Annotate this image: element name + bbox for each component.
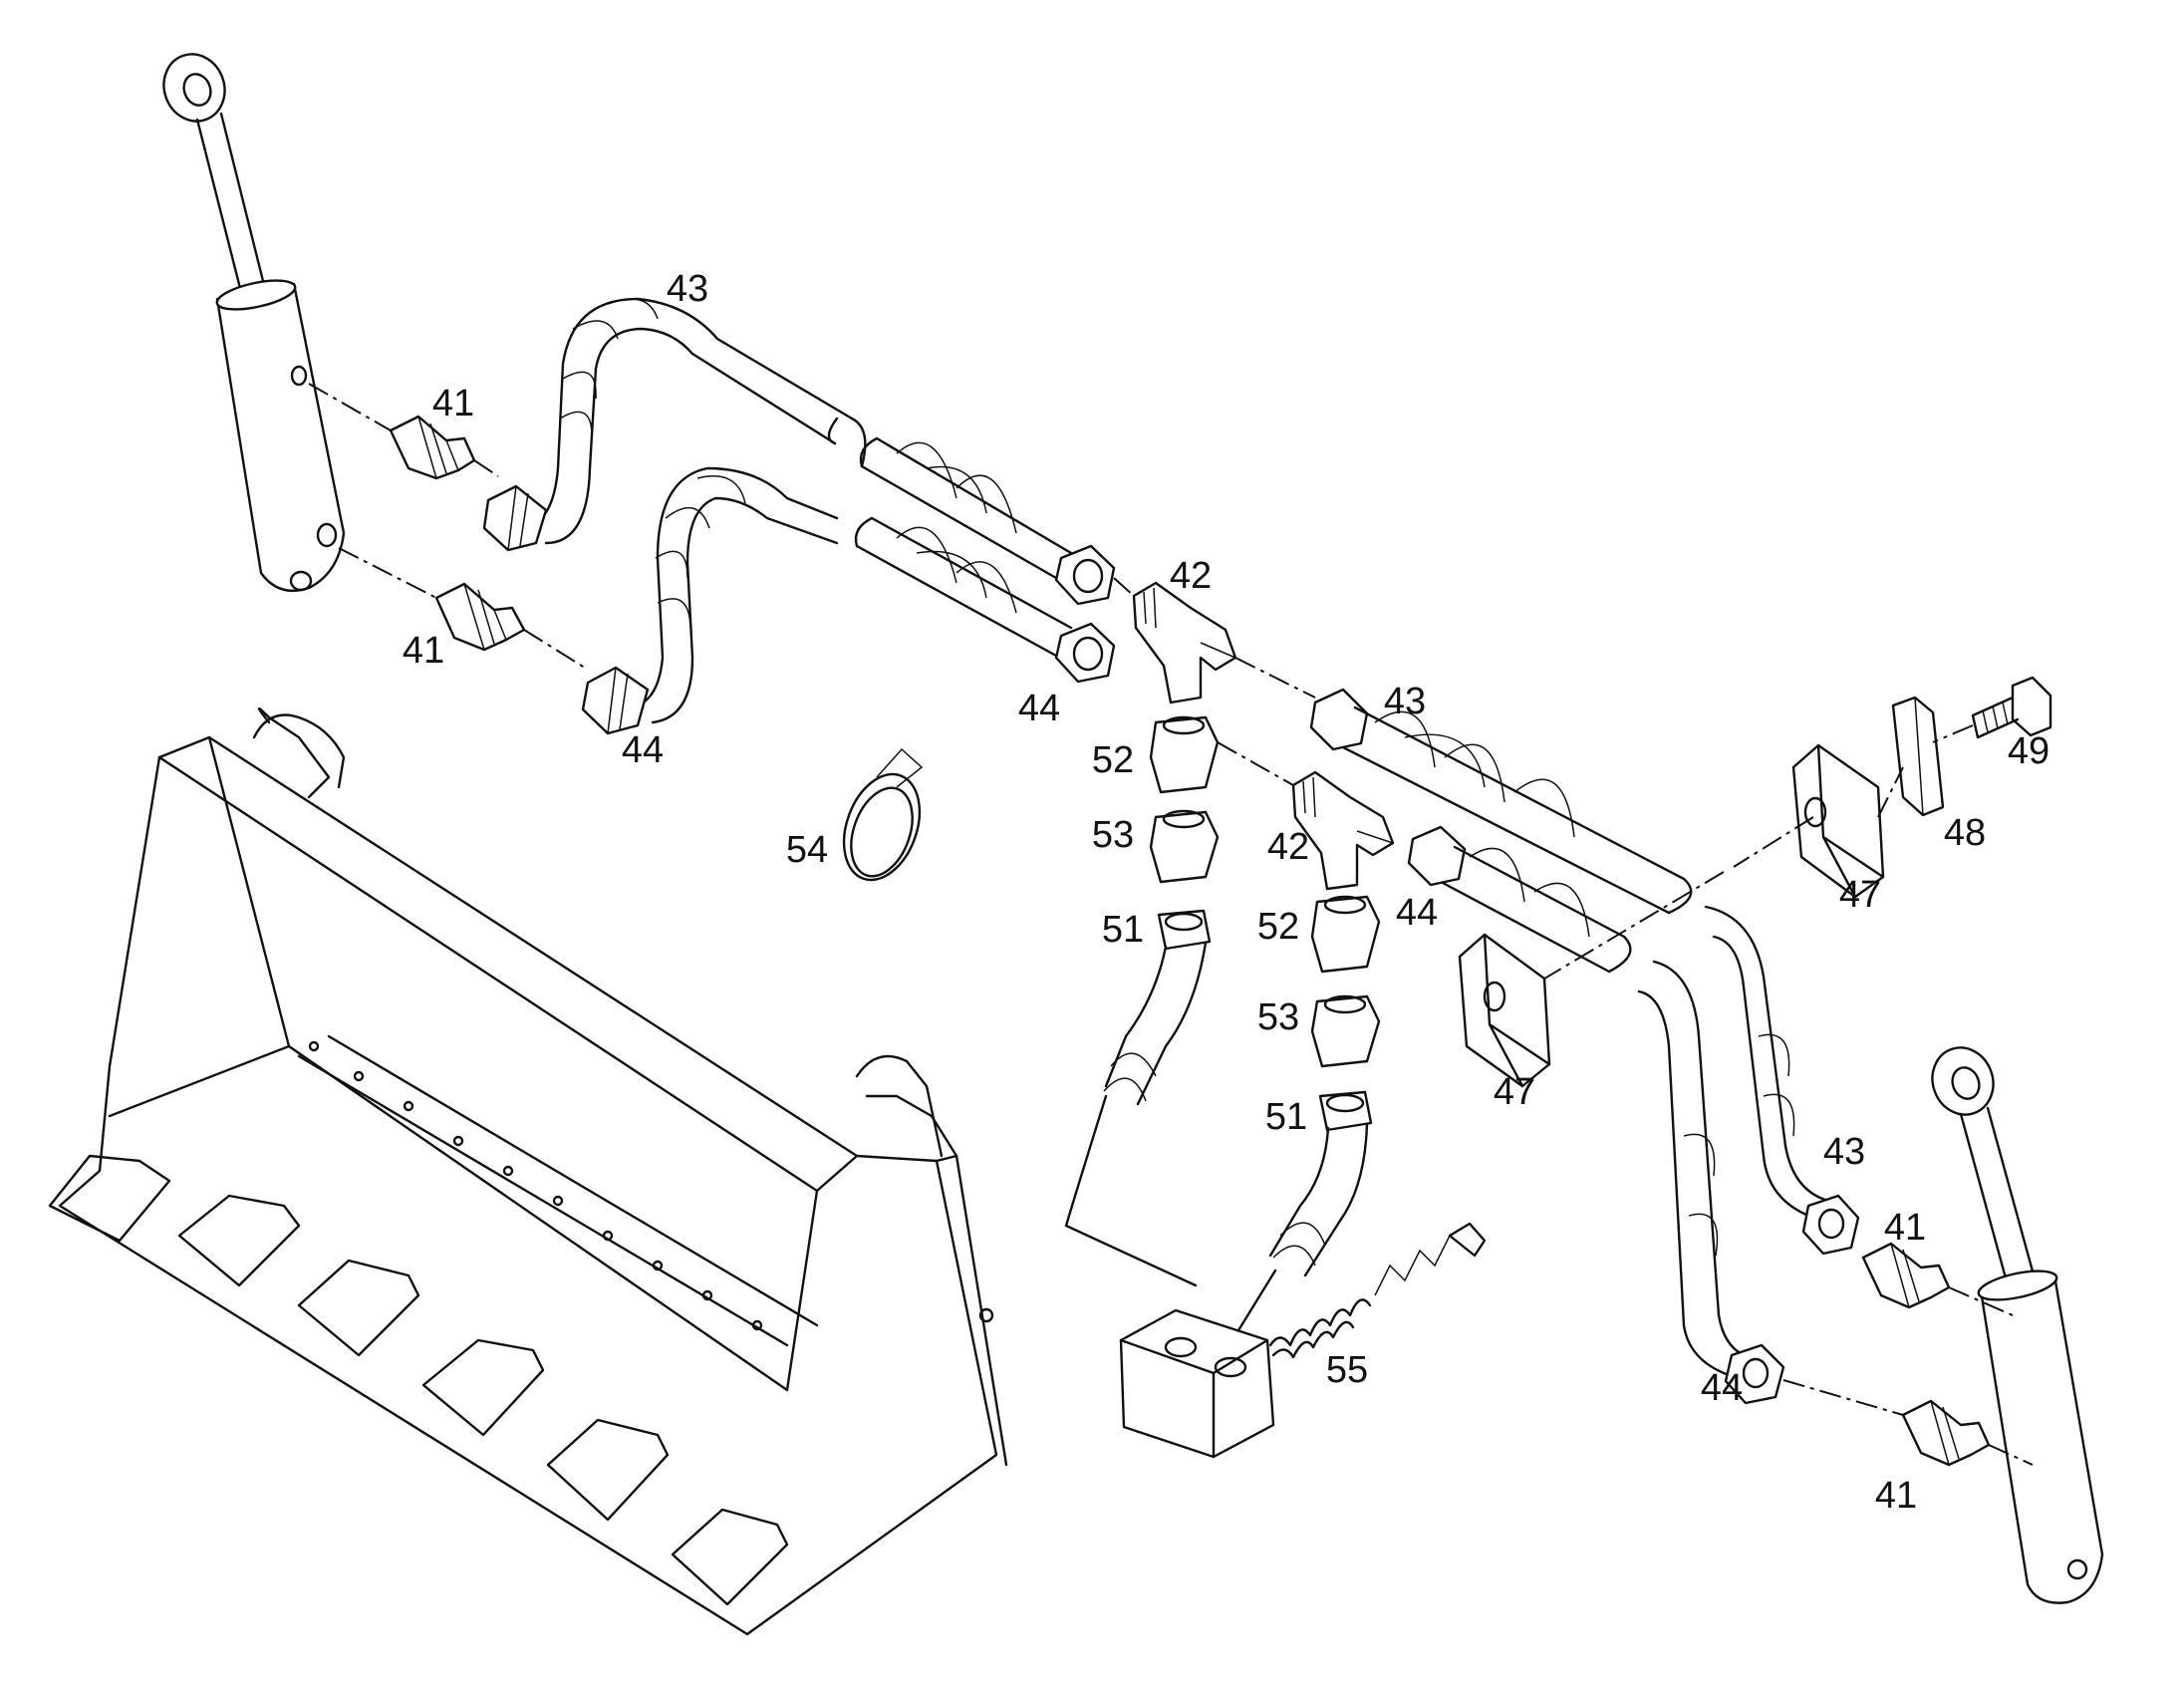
left-hydraulic-cylinder: [162, 53, 346, 593]
callout-51b: 51: [1265, 1096, 1307, 1138]
clamp-47-upper: [1791, 743, 1885, 899]
callout-44d: 44: [1701, 1367, 1743, 1409]
hose-44-upper-long: [854, 516, 1116, 684]
callout-49: 49: [2008, 730, 2049, 772]
callout-43a: 43: [667, 268, 708, 310]
callout-47b: 47: [1494, 1071, 1535, 1113]
loader-bucket: [48, 707, 1008, 1636]
hose-51-lower: [1233, 1090, 1373, 1337]
callout-43b: 43: [1384, 681, 1426, 722]
hose-43-right: [1309, 688, 1860, 1256]
spring-chain-55: [1268, 1222, 1487, 1359]
hose-43-upper-long: [859, 436, 1116, 606]
callout-54: 54: [786, 829, 828, 871]
fitting-41-lower-right: [1782, 1379, 2034, 1467]
clamp-plate-48: [1877, 696, 1945, 818]
bolt-49: [1932, 676, 2052, 743]
hose-44-right: [1407, 825, 1785, 1405]
nut-52-upper: [1149, 715, 1220, 794]
callout-41d: 41: [1875, 1475, 1917, 1517]
hose-43-upper: [482, 297, 854, 552]
callout-41c: 41: [1884, 1207, 1926, 1249]
part-callouts: 43 41 41 44 44 42 43 52 53 51 54 42 44 52 53 51 47 47 48 49…: [403, 268, 2049, 1517]
callout-44c: 44: [1396, 892, 1438, 934]
callout-42b: 42: [1267, 826, 1309, 868]
clamp-47-lower: [1458, 933, 1551, 1088]
callout-41b: 41: [403, 630, 444, 672]
fitting-41-lower-left: [434, 582, 526, 652]
callout-55: 55: [1326, 1349, 1368, 1391]
callout-43c: 43: [1823, 1131, 1865, 1173]
coupler-block: [1119, 1308, 1275, 1459]
callout-44b: 44: [1018, 688, 1060, 729]
tee-fitting-42-upper: [1113, 577, 1316, 704]
callout-47a: 47: [1839, 874, 1881, 916]
nut-53-upper: [1149, 809, 1220, 884]
hose-clamp-54: [842, 747, 924, 882]
nut-53-lower: [1310, 994, 1381, 1068]
callout-42a: 42: [1170, 555, 1212, 597]
callout-52a: 52: [1092, 739, 1134, 781]
hose-51-upper: [1064, 909, 1212, 1287]
callout-48: 48: [1944, 812, 1986, 854]
fitting-41-upper-left: [389, 415, 476, 480]
callout-51a: 51: [1102, 909, 1144, 951]
hose-44-upper: [581, 466, 839, 735]
callout-41a: 41: [432, 383, 474, 424]
fitting-41-upper-right: [1861, 1242, 2014, 1316]
callout-53b: 53: [1257, 996, 1299, 1038]
callout-44a: 44: [622, 729, 664, 771]
nut-52-lower: [1310, 895, 1381, 974]
callout-52b: 52: [1257, 906, 1299, 948]
right-hydraulic-cylinder: [1931, 1046, 2104, 1604]
tee-fitting-42-lower: [1217, 741, 1395, 891]
callout-53a: 53: [1092, 814, 1134, 856]
